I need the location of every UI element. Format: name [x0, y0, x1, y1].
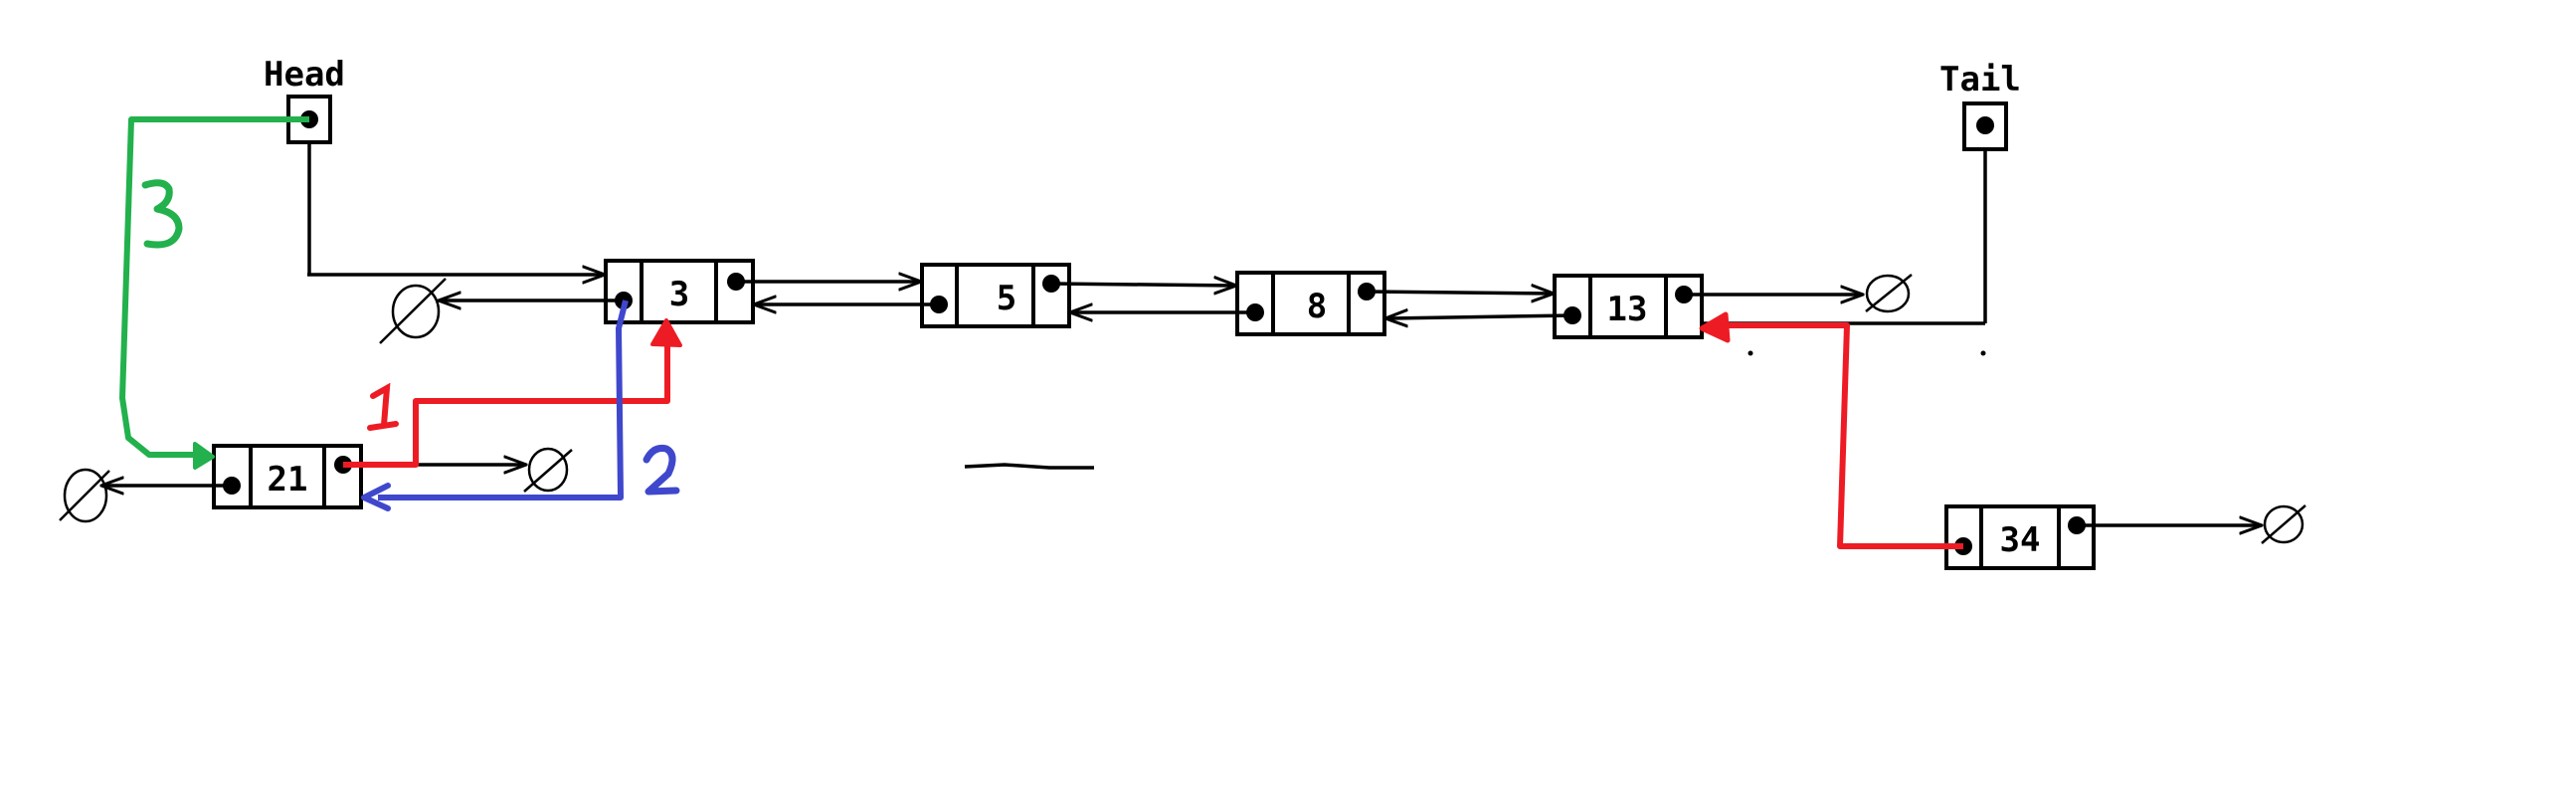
null-symbol-node21-next [523, 447, 573, 493]
step-3-green-link [119, 116, 309, 470]
tail-pointer [1962, 101, 2008, 151]
node-8: 8 [1235, 271, 1386, 336]
node-3-value: 3 [669, 275, 689, 314]
node-34: 34 [1944, 504, 2096, 570]
node-8-value: 8 [1307, 287, 1327, 326]
node-5: 5 [920, 263, 1071, 328]
node-21: 21 [212, 444, 363, 509]
red-link-node34-to-node13 [1699, 311, 1963, 549]
null-symbol-node3-prev [379, 278, 447, 344]
node-13-value: 13 [1607, 290, 1648, 329]
node-21-value: 21 [268, 460, 308, 499]
node-13: 13 [1553, 274, 1704, 339]
null-symbol-node34-next [2261, 504, 2306, 544]
node-3: 3 [604, 259, 755, 324]
step-1-red-link [343, 318, 682, 468]
step-2-blue-link [361, 300, 680, 511]
null-symbol-node21-prev [59, 468, 110, 523]
head-label: Head [264, 55, 345, 95]
node-5-value: 5 [997, 279, 1016, 318]
black-links [102, 142, 2261, 525]
tail-label: Tail [1939, 60, 2021, 100]
null-symbol-node13-next [1865, 274, 1913, 313]
node-34-value: 34 [2000, 520, 2041, 560]
